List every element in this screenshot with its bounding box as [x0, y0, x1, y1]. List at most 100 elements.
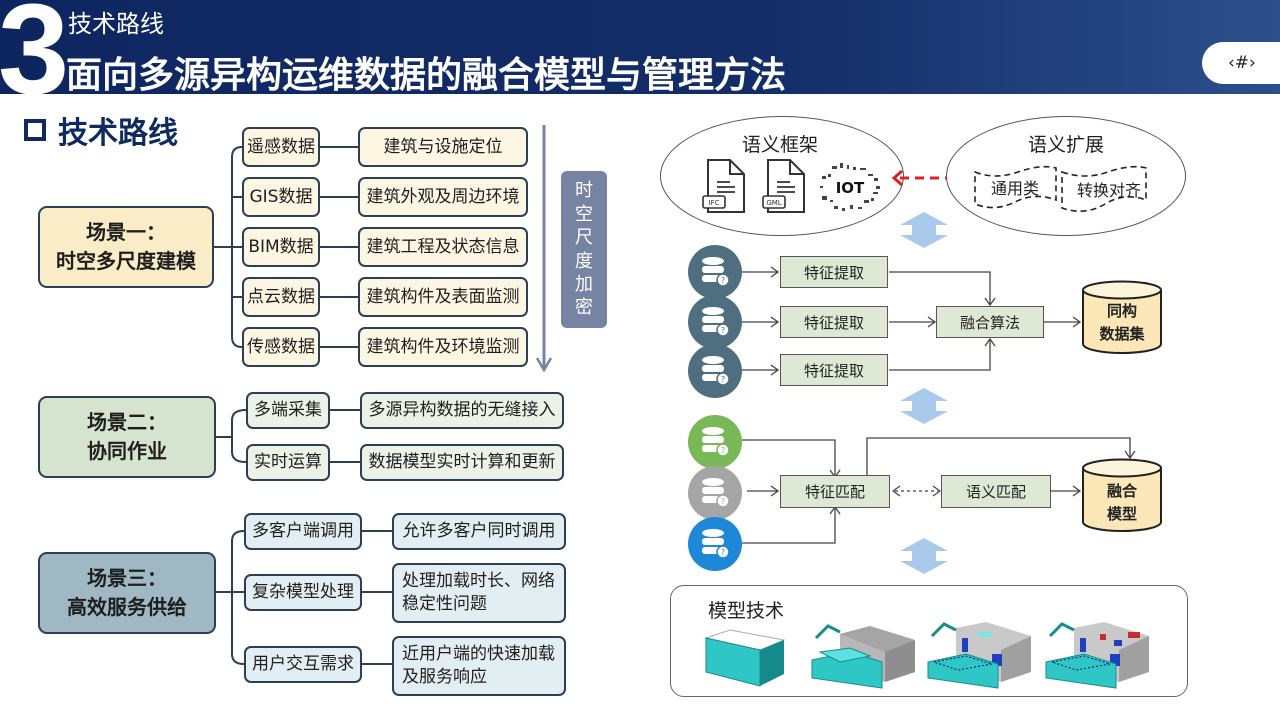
scale-down-arrow: [535, 125, 553, 373]
purpose-line: 及服务响应: [402, 667, 487, 687]
data-source-3: ?: [688, 344, 742, 398]
bidirectional-arrow-icon: [900, 388, 948, 424]
scale-char: 空: [575, 203, 593, 225]
scenario-3-node: 场景三： 高效服务供给: [38, 552, 216, 634]
scenario-3-title-line1: 场景三：: [87, 566, 167, 590]
output-line: 数据集: [1099, 325, 1145, 344]
purpose-node: 建筑工程及状态信息: [358, 227, 528, 267]
section-heading: 技术路线: [24, 108, 178, 152]
svg-text:?: ?: [721, 276, 725, 285]
scale-char: 加: [575, 273, 593, 295]
data-source-blue: ?: [688, 517, 742, 571]
fusion-algorithm-box: 融合算法: [936, 306, 1044, 338]
source-node: 点云数据: [242, 277, 320, 317]
iot-icon: IOT: [820, 163, 880, 211]
data-source-gray: ?: [688, 466, 742, 520]
purpose-node: 数据模型实时计算和更新: [360, 444, 564, 481]
feature-extraction-box: 特征提取: [780, 354, 888, 386]
scenario-2-node: 场景二： 协同作业: [38, 396, 216, 478]
scenario-2-title-line1: 场景二：: [87, 410, 167, 434]
page-number: ‹#›: [1228, 53, 1256, 73]
source-node: 多客户端调用: [244, 513, 362, 550]
scenario-1-title-line1: 场景一：: [86, 220, 166, 244]
database-icon: ?: [702, 356, 730, 386]
extension-wave-frames: [974, 165, 1147, 212]
source-node: 遥感数据: [242, 127, 320, 167]
scenario-2-title-line2: 协同作业: [87, 439, 167, 463]
model-technology-title: 模型技术: [708, 600, 785, 622]
svg-text:?: ?: [721, 375, 725, 384]
purpose-node: 允许多客户同时调用: [392, 513, 566, 550]
feature-matching-box: 特征匹配: [780, 475, 890, 508]
source-node: 多端采集: [246, 392, 330, 429]
purpose-line: 近用户端的快速加载: [402, 644, 555, 665]
scale-densification-label: 时 空 尺 度 加 密: [561, 171, 607, 328]
semantic-extension-title: 语义扩展: [1028, 134, 1105, 156]
source-node: 传感数据: [242, 327, 320, 367]
output-line: 模型: [1106, 505, 1137, 524]
scale-char: 密: [575, 297, 593, 319]
source-node: 实时运算: [246, 444, 330, 481]
source-node: GIS数据: [242, 177, 320, 217]
scale-char: 时: [575, 180, 593, 202]
source-node: 用户交互需求: [244, 646, 362, 683]
semantic-matching-box: 语义匹配: [941, 475, 1051, 508]
ifc-file-icon: IFC: [702, 159, 745, 213]
model-lod-box-image: [704, 629, 786, 687]
svg-text:?: ?: [721, 326, 725, 335]
scale-char: 尺: [575, 227, 593, 249]
purpose-node: 建筑外观及周边环境: [358, 177, 528, 217]
feature-extraction-box: 特征提取: [780, 306, 888, 338]
model-lod-rooms-image: [927, 622, 1031, 689]
database-icon: ?: [702, 529, 730, 559]
svg-text:?: ?: [721, 497, 725, 506]
output-line: 融合: [1106, 482, 1137, 500]
model-lod-shell-image: [811, 624, 915, 689]
data-source-1: ?: [688, 245, 742, 299]
section-title: 技术路线: [58, 116, 178, 151]
source-node: BIM数据: [242, 227, 320, 267]
ifc-label: IFC: [709, 199, 720, 207]
gml-file-icon: GML: [762, 159, 805, 213]
iot-label: IOT: [836, 179, 865, 197]
purpose-node: 处理加载时长、网络 稳定性问题: [392, 563, 566, 623]
homogeneous-dataset-cylinder: [1082, 280, 1162, 354]
conversion-alignment-label: 转换对齐: [1076, 181, 1141, 200]
gml-label: GML: [766, 199, 781, 207]
purpose-node: 近用户端的快速加载 及服务响应: [392, 636, 566, 696]
section-number: 3: [0, 0, 69, 121]
model-lod-detailed-image: [1045, 622, 1149, 689]
source-node: 复杂模型处理: [244, 574, 362, 611]
purpose-line: 稳定性问题: [402, 594, 487, 614]
purpose-node: 建筑构件及表面监测: [358, 277, 528, 317]
database-icon: ?: [702, 427, 730, 457]
database-icon: ?: [702, 307, 730, 337]
data-source-2: ?: [688, 295, 742, 349]
fusion-model-label: 融合 模型: [1081, 480, 1163, 527]
scenario-1-title-line2: 时空多尺度建模: [56, 249, 196, 273]
purpose-line: 处理加载时长、网络: [402, 571, 555, 592]
svg-text:?: ?: [721, 548, 725, 557]
database-icon: ?: [702, 257, 730, 287]
general-class-label: 通用类: [990, 179, 1039, 198]
fusion-model-cylinder: [1082, 458, 1162, 532]
homogeneous-dataset-label: 同构 数据集: [1081, 300, 1163, 347]
bidirectional-arrow-icon: [900, 212, 948, 248]
purpose-node: 建筑与设施定位: [358, 127, 528, 167]
data-source-green: ?: [688, 415, 742, 469]
feature-extraction-box: 特征提取: [780, 256, 888, 288]
bidirectional-arrow-icon: [900, 538, 948, 574]
svg-text:?: ?: [721, 446, 725, 455]
purpose-node: 建筑构件及环境监测: [358, 327, 528, 367]
scenario-3-title-line2: 高效服务供给: [67, 595, 187, 619]
semantic-framework-title: 语义框架: [742, 134, 819, 156]
scenario-1-node: 场景一： 时空多尺度建模: [38, 206, 214, 288]
section-subtitle: 技术路线: [68, 10, 164, 38]
database-icon: ?: [702, 478, 730, 508]
page-title: 面向多源异构运维数据的融合模型与管理方法: [66, 55, 787, 96]
scale-char: 度: [575, 250, 593, 272]
square-bullet-icon: [24, 119, 46, 141]
title-banner: 3 技术路线 面向多源异构运维数据的融合模型与管理方法 ‹#›: [0, 0, 1280, 114]
purpose-node: 多源异构数据的无缝接入: [360, 392, 564, 429]
mindmap-connectors: [214, 125, 553, 665]
